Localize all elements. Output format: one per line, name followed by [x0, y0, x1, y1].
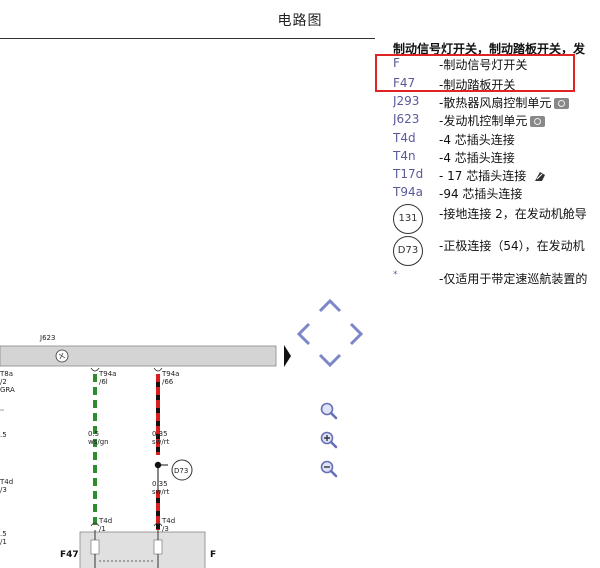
- legend-desc: -接地连接 2，在发动机舱导: [439, 207, 587, 221]
- legend-item-t4d: T4d -4 芯插头连接: [393, 131, 600, 149]
- pan-left-arrow[interactable]: [296, 322, 312, 346]
- zoom-out-icon[interactable]: [320, 460, 338, 478]
- legend-list: F -制动信号灯开关 F47 -制动踏板开关 J293 -散热器风扇控制单元 J…: [393, 56, 600, 296]
- legend-heading: 制动信号灯开关，制动踏板开关，发: [393, 42, 586, 56]
- legend-desc: -发动机控制单元: [439, 114, 528, 128]
- pan-right-arrow[interactable]: [348, 322, 364, 346]
- legend-desc: -仅适用于带定速巡航装置的: [439, 272, 588, 286]
- junction-d73-label: D73: [174, 467, 189, 475]
- connector-icon[interactable]: [533, 170, 547, 183]
- zoom-fit-icon[interactable]: [320, 402, 338, 420]
- legend-item-j623[interactable]: J623 -发动机控制单元: [393, 112, 600, 130]
- f-label: F: [210, 550, 217, 560]
- left-connector-labels: T8a /2 GRA: [0, 370, 15, 394]
- legend-code: F: [393, 56, 400, 70]
- legend-code: T4n: [393, 149, 416, 163]
- legend-desc: -94 芯插头连接: [439, 187, 523, 201]
- page-title: 电路图: [277, 13, 323, 29]
- legend-item-f47: F47 -制动踏板开关: [393, 76, 600, 94]
- camera-icon[interactable]: [554, 98, 570, 109]
- legend-code: T4d: [393, 131, 416, 145]
- legend-item-j293[interactable]: J293 -散热器风扇控制单元: [393, 94, 600, 112]
- circuit-diagram: [0, 345, 291, 568]
- legend-desc: -制动信号灯开关: [439, 58, 528, 72]
- legend-desc: -4 芯插头连接: [439, 151, 515, 165]
- pan-down-arrow[interactable]: [318, 352, 342, 368]
- legend-code: F47: [393, 76, 416, 90]
- t4d-connector-a: T4d /1: [99, 517, 113, 533]
- legend-desc: -正极连接（54），在发动机: [439, 239, 585, 253]
- legend-code: J623: [393, 112, 420, 126]
- legend-desc: -散热器风扇控制单元: [439, 96, 552, 110]
- t4d-connector-b: T4d /3: [162, 517, 176, 533]
- j623-label: J623: [40, 334, 56, 342]
- legend-code: J293: [393, 94, 420, 108]
- pan-up-arrow[interactable]: [318, 298, 342, 314]
- junction-d73: D73: [393, 236, 423, 266]
- pin1-connector: T94a /6l: [99, 370, 117, 386]
- left-connector-t4d: T4d /3: [0, 478, 14, 494]
- pin2-wire-spec: 0.35 sw/rt: [152, 430, 170, 446]
- camera-icon[interactable]: [530, 116, 546, 127]
- j623-control-unit-bar: [0, 345, 277, 367]
- legend-code: T17d: [393, 167, 424, 181]
- legend-item-note: * -仅适用于带定速巡航装置的: [393, 270, 600, 288]
- legend-item-d73: -正极连接（54），在发动机: [393, 237, 600, 255]
- left-wire-size: .5: [0, 431, 7, 439]
- pin3-wire-spec: 0.35 sw/rt: [152, 480, 170, 496]
- pin2-connector: T94a /66: [162, 370, 180, 386]
- legend-item-131: -接地连接 2，在发动机舱导: [393, 205, 600, 223]
- legend-desc: -制动踏板开关: [439, 78, 516, 92]
- legend-desc: - 17 芯插头连接: [439, 169, 527, 183]
- highlight-box: [375, 54, 575, 92]
- title-divider: [0, 38, 375, 39]
- f47-label: F47: [60, 550, 79, 560]
- diagram-continue-arrow: [284, 345, 291, 367]
- legend-item-t94a: T94a -94 芯插头连接: [393, 185, 600, 203]
- legend-code: T94a: [393, 185, 423, 199]
- legend-code: *: [393, 270, 398, 280]
- legend-desc: -4 芯插头连接: [439, 133, 515, 147]
- junction-d73-symbol: [171, 459, 193, 481]
- zoom-in-icon[interactable]: [320, 431, 338, 449]
- legend-item-t17d[interactable]: T17d - 17 芯插头连接: [393, 167, 600, 185]
- legend-item-t4n: T4n -4 芯插头连接: [393, 149, 600, 167]
- legend-item-f: F -制动信号灯开关: [393, 56, 600, 74]
- left-connector-lower: .5 /1: [0, 530, 7, 546]
- ground-point-131: 131: [393, 204, 423, 234]
- brake-switch-housing: [79, 531, 206, 568]
- pin1-wire-spec: 0.5 ws/gn: [88, 430, 109, 446]
